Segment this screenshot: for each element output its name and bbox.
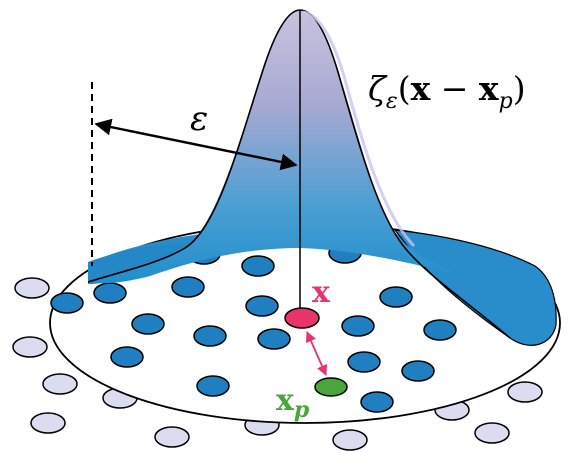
point-x	[284, 307, 320, 329]
inner-particle	[401, 360, 435, 382]
inner-particle	[245, 295, 279, 317]
outer-particle	[332, 429, 368, 451]
outer-particle	[42, 373, 78, 395]
inner-particle	[423, 319, 457, 341]
inner-particle	[196, 375, 230, 397]
distance-arrow	[305, 331, 328, 376]
outer-particle	[12, 336, 48, 358]
inner-particle	[93, 282, 127, 304]
outer-particle	[154, 426, 190, 448]
inner-particle	[110, 346, 144, 368]
kernel-right-outline	[299, 9, 511, 339]
point-x-label: x	[312, 275, 331, 310]
outer-particle	[474, 422, 510, 444]
inner-particle	[347, 351, 381, 373]
kernel-zeta: ζ	[368, 69, 388, 108]
kernel-left-outline	[87, 9, 301, 283]
kernel-formula: ζε(x − xp)	[368, 69, 526, 114]
point-xp-subscript: p	[294, 397, 310, 423]
point-xp	[314, 377, 348, 397]
outer-particle	[14, 277, 50, 299]
inner-particle	[193, 325, 227, 347]
kernel-open-paren: (	[398, 69, 411, 108]
outer-particle	[507, 381, 543, 403]
kernel-skirt-right	[393, 229, 557, 346]
kernel-xp-subscript: p	[499, 89, 513, 114]
point-xp-label: xp	[276, 383, 310, 423]
kernel-xp: x	[479, 69, 499, 108]
inner-particles	[50, 242, 457, 413]
epsilon-arrow	[94, 118, 298, 171]
kernel-close-paren: )	[513, 69, 526, 108]
inner-particle	[241, 255, 275, 277]
inner-particle	[341, 315, 375, 337]
kernel-x: x	[411, 69, 431, 108]
point-xp-main: x	[276, 383, 295, 418]
kernel-minus: −	[430, 69, 479, 108]
inner-particle	[360, 391, 394, 413]
inner-particle	[257, 328, 291, 350]
inner-particle	[379, 286, 413, 308]
kernel-right-highlight	[302, 10, 416, 248]
epsilon-label: ε	[190, 99, 208, 139]
kernel-subscript: ε	[386, 89, 398, 114]
inner-particle	[50, 292, 84, 314]
inner-particle	[171, 276, 205, 298]
outer-particle	[30, 412, 66, 434]
inner-particle	[131, 313, 165, 335]
